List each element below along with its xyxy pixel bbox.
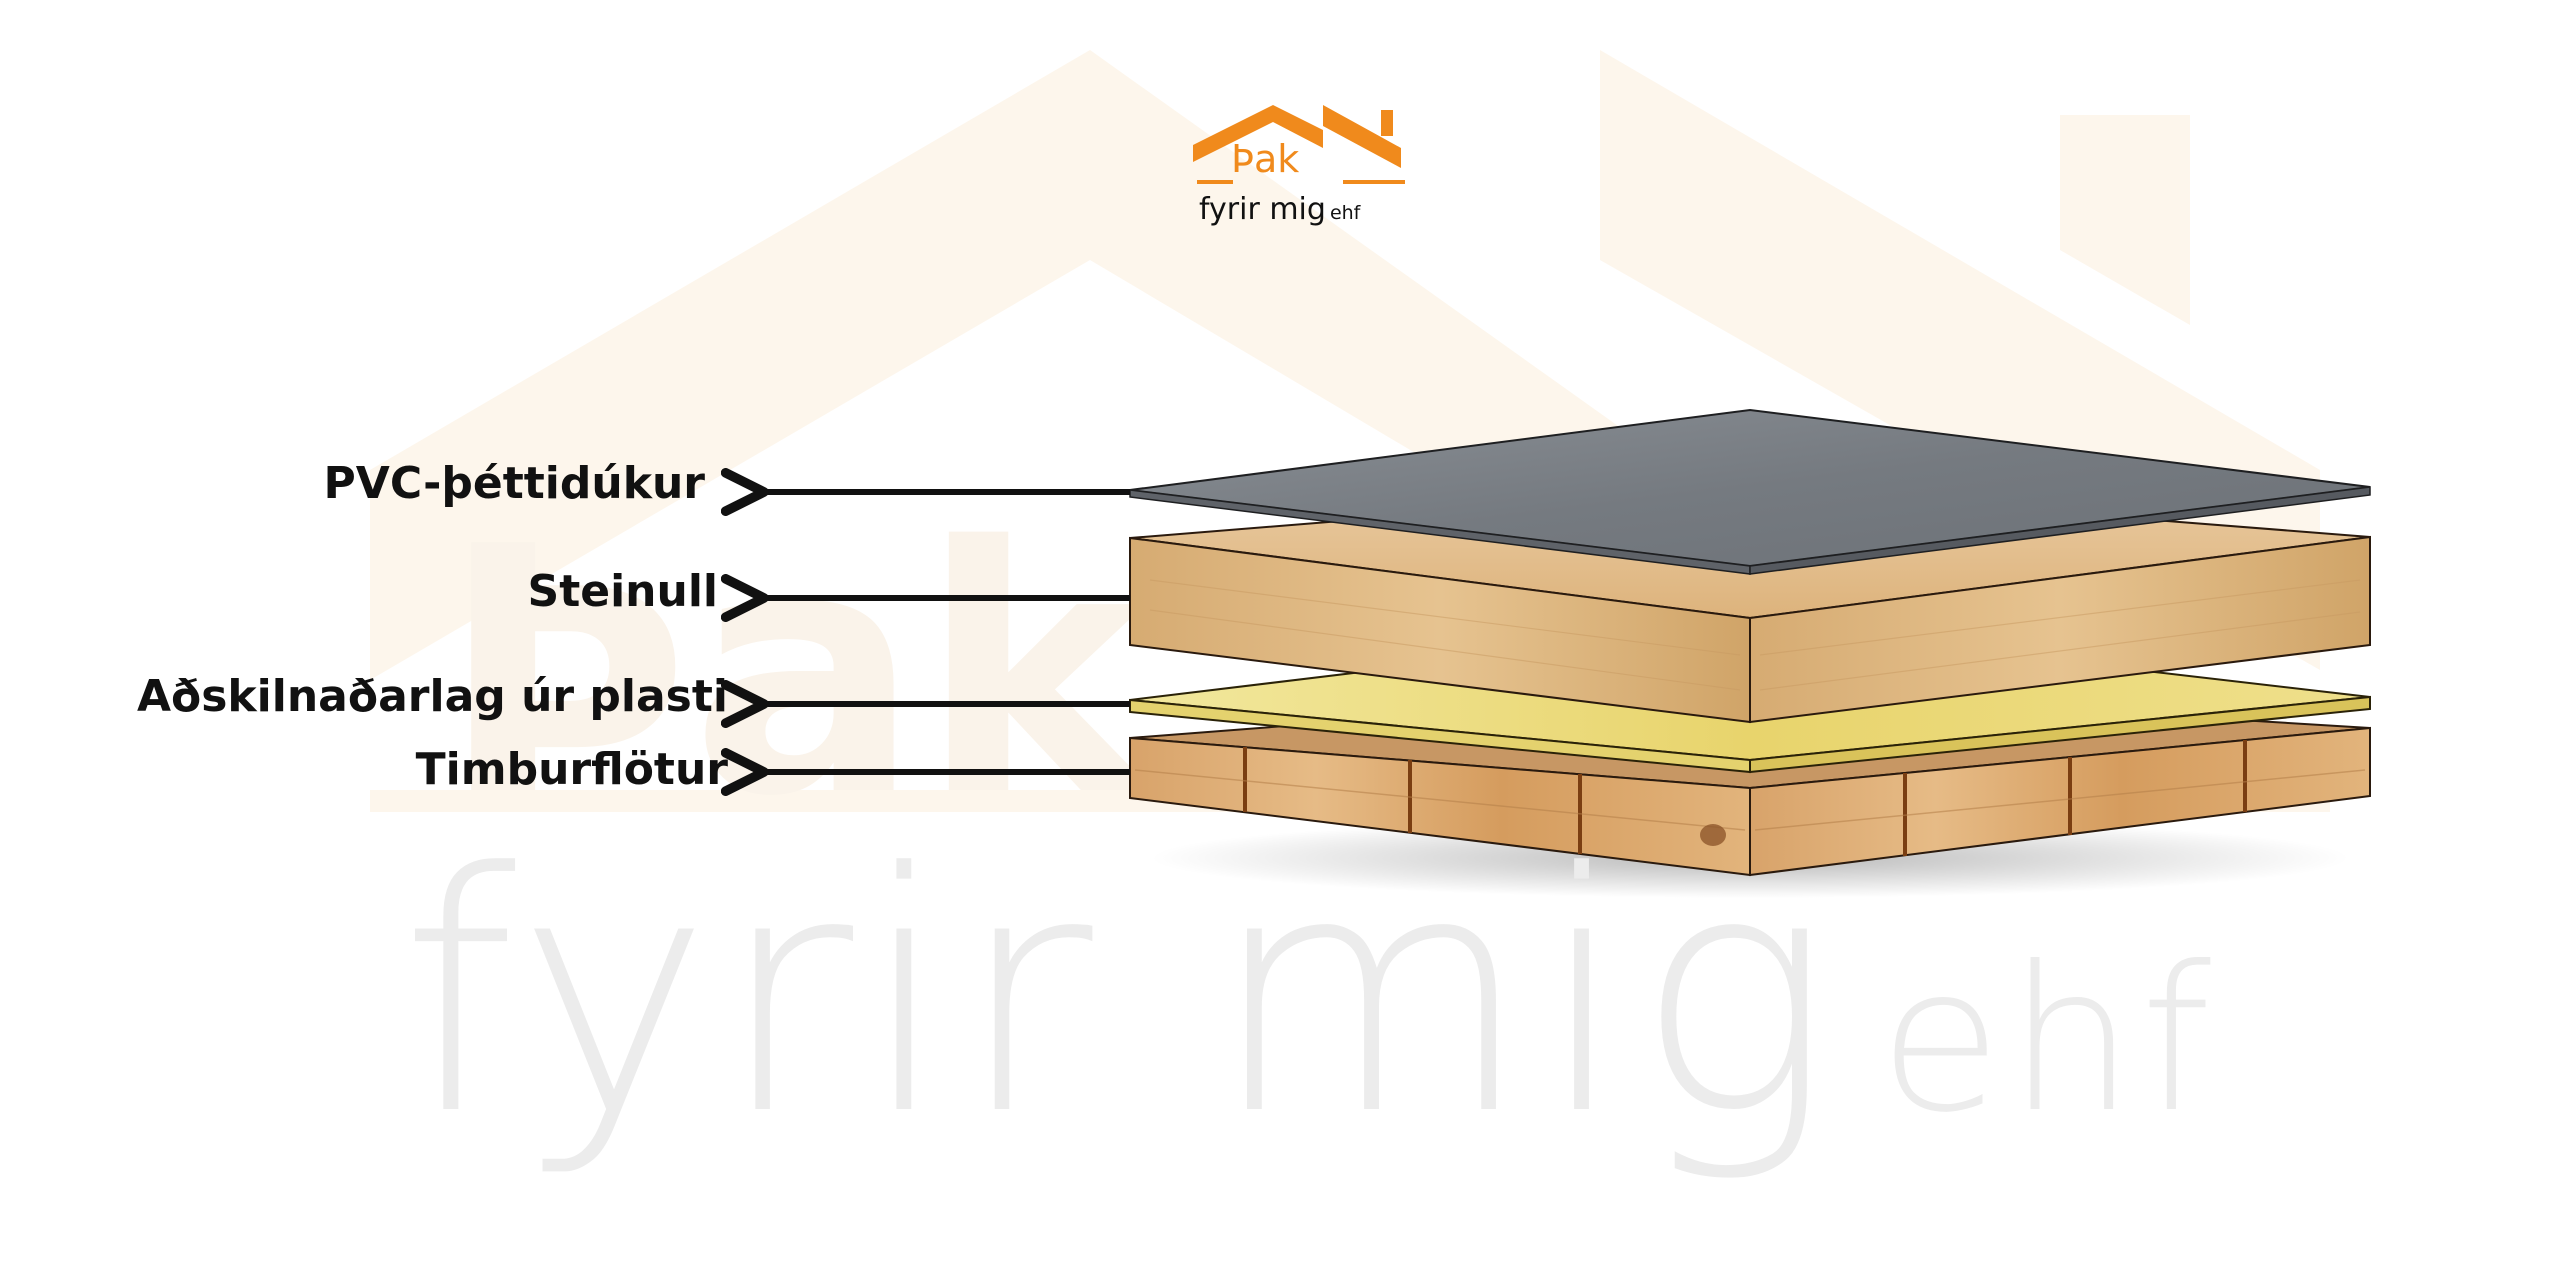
logo-suffix: ehf (1329, 202, 1361, 224)
label-separation: Aðskilnaðarlag úr plasti (136, 671, 728, 722)
house-roof-logo-icon (1193, 105, 1405, 184)
logo-name-text: fyrir mig (1199, 192, 1326, 227)
watermark-suffix: ehf (1878, 924, 2217, 1157)
watermark-thak-mark: Þak (440, 475, 1154, 871)
watermark-main: fyrir mig (400, 803, 1839, 1187)
pvc-membrane-layer (1129, 408, 2371, 575)
watermark-thak-text: Þak (440, 475, 1154, 871)
label-timber: Timburflötur (415, 744, 728, 795)
logo-mark-text: Þak (1231, 137, 1300, 181)
label-pvc: PVC-þéttidúkur (323, 458, 705, 509)
label-steinull: Steinull (527, 566, 718, 617)
label-arrows (720, 468, 1130, 796)
